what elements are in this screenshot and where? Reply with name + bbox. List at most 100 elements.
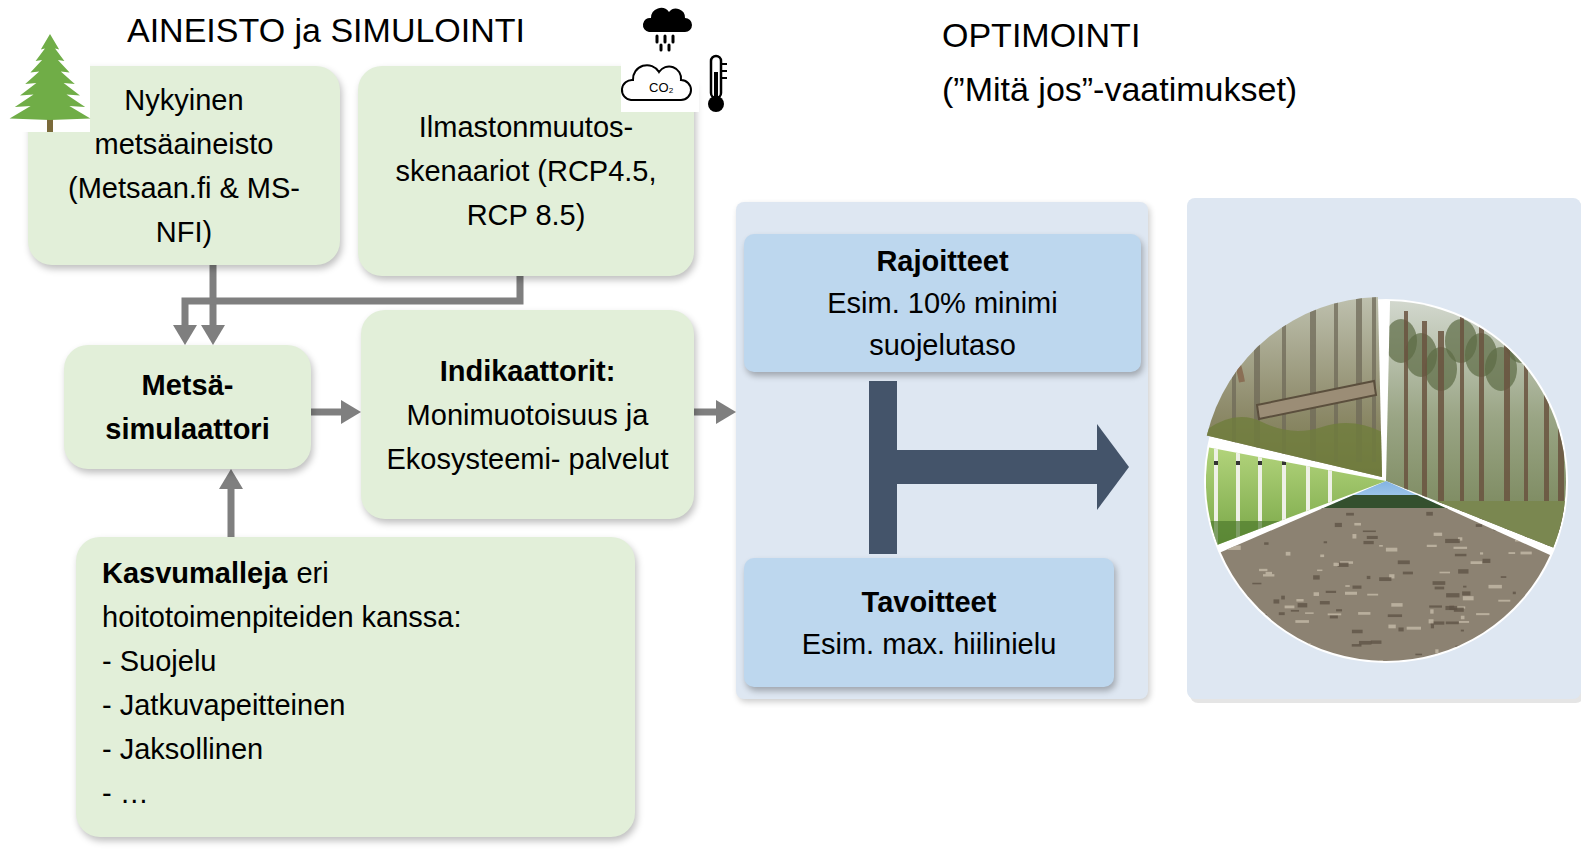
rain-drop — [672, 36, 675, 42]
debris — [1398, 560, 1410, 564]
debris — [1320, 601, 1330, 604]
debris — [1518, 633, 1523, 636]
debris — [1431, 624, 1434, 628]
debris — [1562, 577, 1571, 581]
debris — [1498, 600, 1510, 602]
debris — [1429, 619, 1434, 623]
section-heading-block: OPTIMOINTI(”Mitä jos”-vaatimukset) — [942, 8, 1297, 116]
debris — [1359, 641, 1371, 645]
debris — [1215, 625, 1225, 629]
section-heading: OPTIMOINTI — [942, 8, 1297, 62]
box-heading: Indikaattorit: — [440, 349, 616, 393]
debris — [1515, 633, 1522, 636]
debris — [1539, 587, 1543, 589]
debris — [1336, 609, 1342, 611]
flow-arrow — [694, 409, 716, 416]
debris — [1501, 576, 1507, 578]
birch-mark — [1236, 461, 1240, 465]
debris — [1320, 554, 1324, 557]
debris — [1311, 660, 1314, 662]
debris — [1537, 541, 1548, 543]
debris — [1228, 546, 1241, 550]
debris — [1388, 625, 1395, 629]
debris — [1245, 620, 1256, 624]
debris — [1296, 599, 1303, 601]
debris — [1335, 523, 1342, 527]
result-panel — [1187, 198, 1581, 699]
box-heading: Tavoitteet — [862, 581, 997, 623]
objective-box: TavoitteetEsim. max. hiilinielu — [744, 558, 1114, 687]
debris — [1427, 545, 1437, 547]
box-text: Nykyinen metsäaineisto (Metsaan.fi & MS-… — [40, 78, 328, 254]
debris — [1476, 613, 1489, 615]
debris — [1488, 585, 1501, 589]
debris — [1346, 513, 1354, 516]
box-text: Esim. 10% minimi suojelutaso — [756, 282, 1129, 366]
debris — [1463, 596, 1474, 600]
box-text: Esim. max. hiilinielu — [802, 623, 1057, 665]
debris — [1252, 583, 1261, 585]
debris — [1313, 575, 1320, 579]
text-line: Kasvumallejaeri hoitotoimenpiteiden kans… — [102, 551, 572, 639]
debris — [1463, 654, 1473, 657]
debris — [1445, 539, 1460, 543]
debris — [1445, 606, 1457, 610]
debris — [1529, 653, 1538, 657]
debris — [1516, 660, 1530, 664]
debris — [1435, 587, 1445, 590]
debris — [1225, 615, 1233, 619]
debris — [1521, 608, 1529, 611]
debris — [1297, 643, 1310, 647]
debris — [1548, 654, 1552, 656]
scenario-box: Ilmastonmuutos- skenaariot (RCP4.5, RCP … — [358, 66, 694, 276]
debris — [1462, 591, 1470, 595]
debris — [1461, 616, 1465, 620]
debris — [1379, 545, 1383, 547]
debris — [1480, 552, 1483, 554]
debris — [1367, 536, 1378, 539]
weather-icon — [643, 8, 692, 50]
optimization-panel: OPTIMOINTI(”Mitä jos”-vaatimukset)Rajoit… — [736, 202, 1148, 699]
debris — [1379, 660, 1383, 663]
indicator-box: Indikaattorit:Monimuotoisuus ja Ekosyste… — [361, 310, 694, 519]
debris — [1455, 554, 1467, 556]
birch-mark — [1258, 461, 1262, 465]
rain-drop — [660, 45, 663, 50]
debris — [1285, 606, 1295, 609]
debris — [1538, 511, 1543, 514]
debris — [1328, 613, 1342, 615]
debris — [1279, 612, 1285, 615]
debris — [1259, 569, 1267, 571]
debris — [1210, 660, 1215, 663]
flow-arrow — [311, 409, 341, 416]
debris — [1469, 643, 1473, 645]
debris — [1508, 552, 1515, 554]
debris — [1324, 541, 1327, 543]
constraint-box: RajoitteetEsim. 10% minimi suojelutaso — [744, 234, 1141, 372]
photo-ground — [1196, 508, 1576, 668]
box-heading: Rajoitteet — [876, 240, 1008, 282]
list-item: - … — [102, 771, 149, 815]
box-text: Monimuotoisuus ja Ekosysteemi- palvelut — [373, 393, 682, 481]
photo-ground — [1192, 287, 1392, 487]
debris — [1207, 604, 1213, 608]
debris — [1483, 559, 1491, 563]
tree-crown — [1525, 333, 1557, 377]
debris — [1460, 658, 1473, 662]
debris — [1330, 616, 1338, 619]
debris — [1286, 552, 1291, 556]
section-heading: (”Mitä jos”-vaatimukset) — [942, 62, 1297, 116]
debris — [1493, 527, 1507, 531]
climate-icon — [621, 52, 733, 118]
fallen-log — [1257, 381, 1376, 419]
debris — [1230, 620, 1241, 623]
debris — [1318, 659, 1333, 662]
debris — [1545, 641, 1559, 643]
debris — [1429, 605, 1442, 607]
debris — [1538, 644, 1552, 648]
debris — [1386, 548, 1397, 552]
list-item: - Jatkuvapeitteinen — [102, 683, 345, 727]
debris — [1264, 542, 1268, 545]
debris — [1426, 512, 1433, 516]
debris — [1214, 598, 1227, 601]
